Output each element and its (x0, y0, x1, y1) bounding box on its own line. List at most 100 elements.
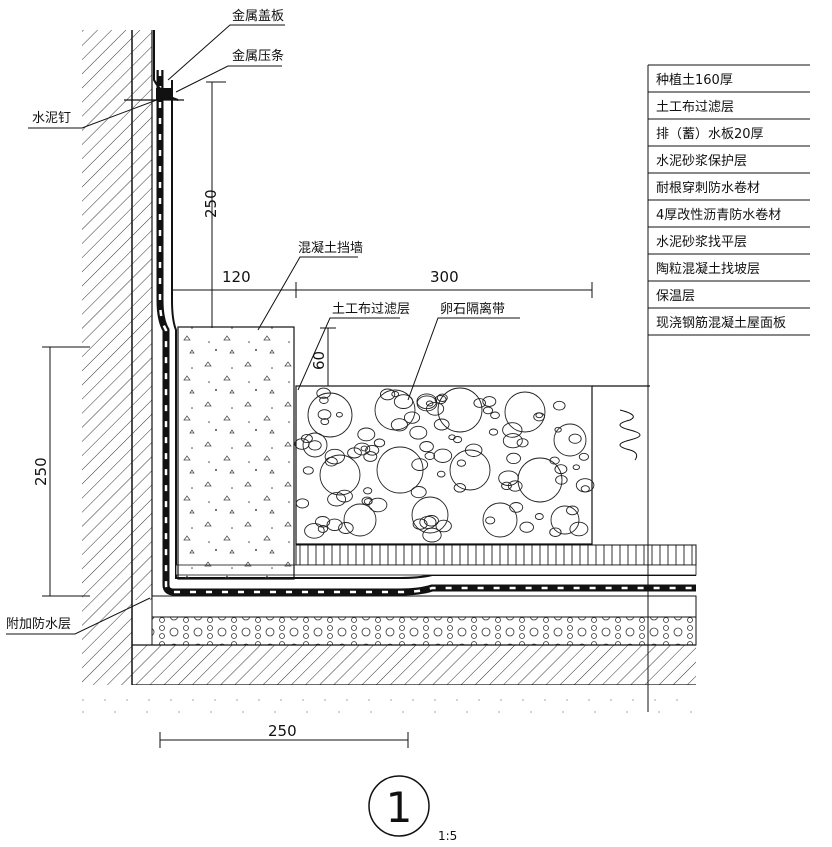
pebble (409, 425, 428, 440)
legend-row-text: 耐根穿刺防水卷材 (656, 180, 760, 196)
pebble (436, 470, 446, 478)
pebble (316, 387, 331, 399)
callout-number: 1 (386, 783, 413, 832)
pebble (488, 428, 499, 436)
pebble (464, 443, 483, 457)
dim-250-upper: 250 (202, 189, 220, 218)
pebble (482, 406, 494, 415)
pebble (448, 434, 456, 441)
pebble (509, 502, 524, 513)
pebble (566, 505, 579, 516)
pebble (502, 422, 523, 438)
dimension-lines (42, 81, 593, 748)
pebble (419, 515, 437, 529)
pebble (320, 418, 330, 426)
pebble (506, 452, 521, 465)
pebble (533, 412, 545, 422)
pebble (353, 442, 371, 456)
pebble (317, 524, 329, 533)
pebble (390, 418, 408, 432)
pebble (553, 423, 587, 457)
label-cement-nail: 水泥钉 (32, 111, 71, 126)
cement-screed-layer (151, 595, 697, 618)
pebble (485, 516, 496, 525)
pebble (490, 411, 500, 420)
pebble (456, 459, 467, 467)
legend-row-text: 4厚改性沥青防水卷材 (656, 207, 781, 223)
pebble (482, 396, 497, 407)
pebble (501, 481, 512, 491)
pebble (473, 398, 486, 408)
pebble (410, 486, 427, 499)
pebble (326, 518, 343, 531)
label-extra-waterproof: 附加防水层 (6, 616, 71, 632)
protective-mortar-layer (175, 564, 697, 576)
pebble (554, 426, 562, 433)
pebble (553, 400, 566, 411)
pebble (550, 505, 580, 535)
legend-row-text: 水泥砂浆保护层 (656, 154, 747, 169)
pebble (365, 444, 380, 456)
pebble (502, 433, 523, 449)
layer-legend: 种植土160厚土工布过滤层排（蓄）水板20厚水泥砂浆保护层耐根穿刺防水卷材4厚改… (647, 64, 810, 712)
pebble (568, 433, 582, 444)
pebble (302, 432, 328, 458)
pebble (482, 502, 518, 538)
pebble (363, 451, 378, 462)
pebble (554, 464, 568, 475)
legend-row-text: 种植土160厚 (656, 73, 733, 88)
pebble (324, 448, 345, 465)
pebble (434, 395, 447, 405)
label-metal-cover: 金属盖板 (232, 8, 284, 24)
metal-cover-flashing (124, 30, 184, 101)
pebble-isolation-strip (294, 385, 595, 545)
pebble (319, 396, 329, 404)
label-geotextile: 土工布过滤层 (332, 302, 410, 317)
label-pebble-strip: 卵石隔离带 (440, 301, 505, 317)
pebble (433, 418, 450, 431)
legend-row-text: 陶粒混凝土找坡层 (656, 261, 760, 277)
pebble (549, 527, 562, 537)
pebble (424, 451, 436, 460)
dim-250-left: 250 (32, 457, 50, 486)
pebble (391, 391, 400, 398)
pebble (519, 521, 534, 533)
pebble (549, 456, 560, 465)
pebble (437, 387, 483, 433)
leader-lines (6, 24, 520, 635)
pebble (295, 498, 310, 509)
pebble (436, 393, 448, 402)
pebble (403, 411, 421, 424)
pebble (498, 470, 519, 486)
detail-callout: 1 1:5 (368, 775, 457, 843)
dim-250-bottom: 250 (268, 722, 297, 740)
pebble (373, 438, 386, 448)
legend-row-text: 水泥砂浆找平层 (656, 235, 747, 250)
callout-scale: 1:5 (438, 829, 457, 843)
pebble (580, 485, 590, 493)
pebble (379, 388, 396, 401)
pebble (433, 448, 453, 463)
ceramsite-slope-layer (151, 616, 697, 646)
legend-row-text: 保温层 (656, 289, 695, 304)
pebble (578, 452, 589, 461)
pebble (555, 475, 568, 485)
pebble (534, 513, 544, 520)
pebble (516, 438, 529, 448)
pebble (304, 523, 325, 539)
label-retaining-wall: 混凝土挡墙 (298, 240, 363, 256)
pebble (361, 496, 373, 506)
pebble (411, 496, 449, 534)
pebble (569, 521, 589, 537)
pebble (412, 518, 428, 530)
pebble (425, 400, 434, 407)
pebble (317, 409, 332, 420)
pebble (335, 411, 343, 418)
pebble (419, 441, 434, 453)
pebble (504, 391, 546, 433)
pebble (435, 519, 452, 533)
pebble (360, 445, 368, 452)
pebble (343, 503, 377, 537)
pebble (308, 440, 322, 451)
